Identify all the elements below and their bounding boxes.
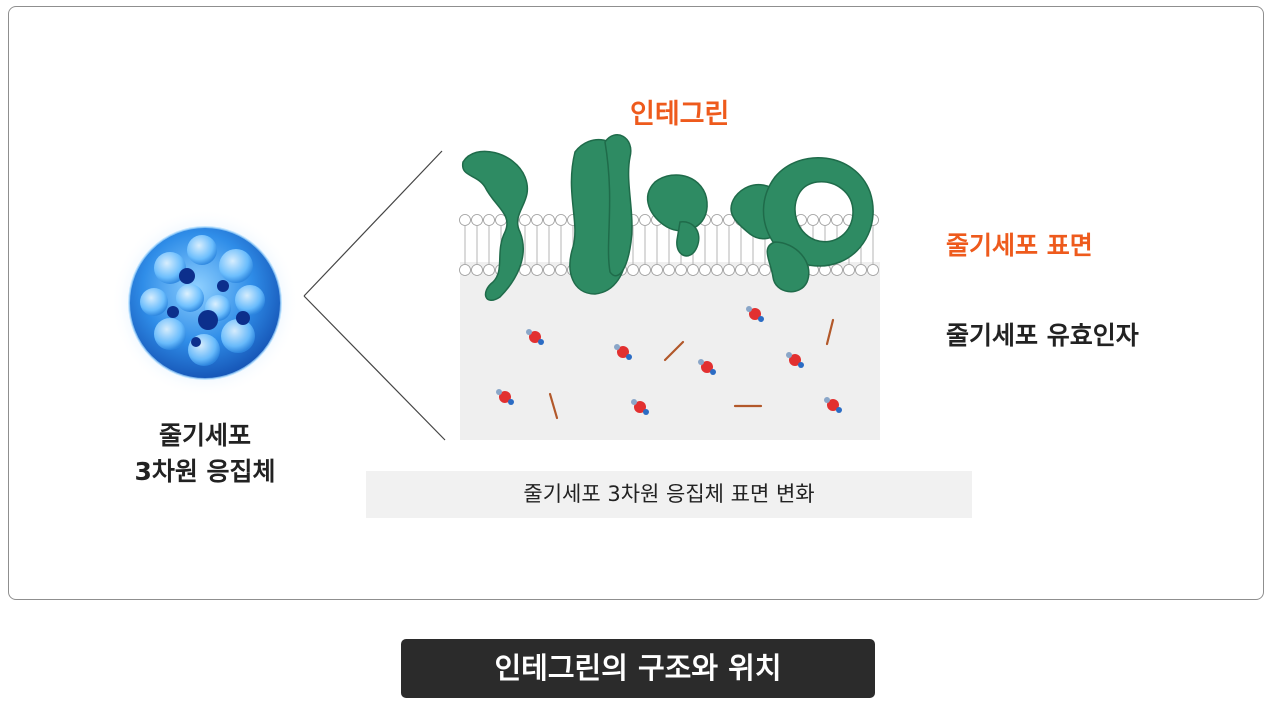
integrin-label: 인테그린 — [630, 99, 730, 130]
cell-label-line2: 3차원 응집체 — [134, 457, 276, 486]
cell-aggregate-icon — [110, 208, 300, 398]
stem-cell-surface-label: 줄기세포 표면 — [946, 231, 1093, 260]
membrane-illustration — [455, 122, 885, 442]
page-title: 인테그린의 구조와 위치 — [401, 639, 875, 698]
stem-cell-factor-label: 줄기세포 유효인자 — [946, 321, 1139, 350]
cell-label-line1: 줄기세포 — [158, 421, 251, 450]
cell-label: 줄기세포 3차원 응집체 — [100, 418, 310, 490]
caption-bar: 줄기세포 3차원 응집체 표면 변화 — [366, 471, 972, 518]
